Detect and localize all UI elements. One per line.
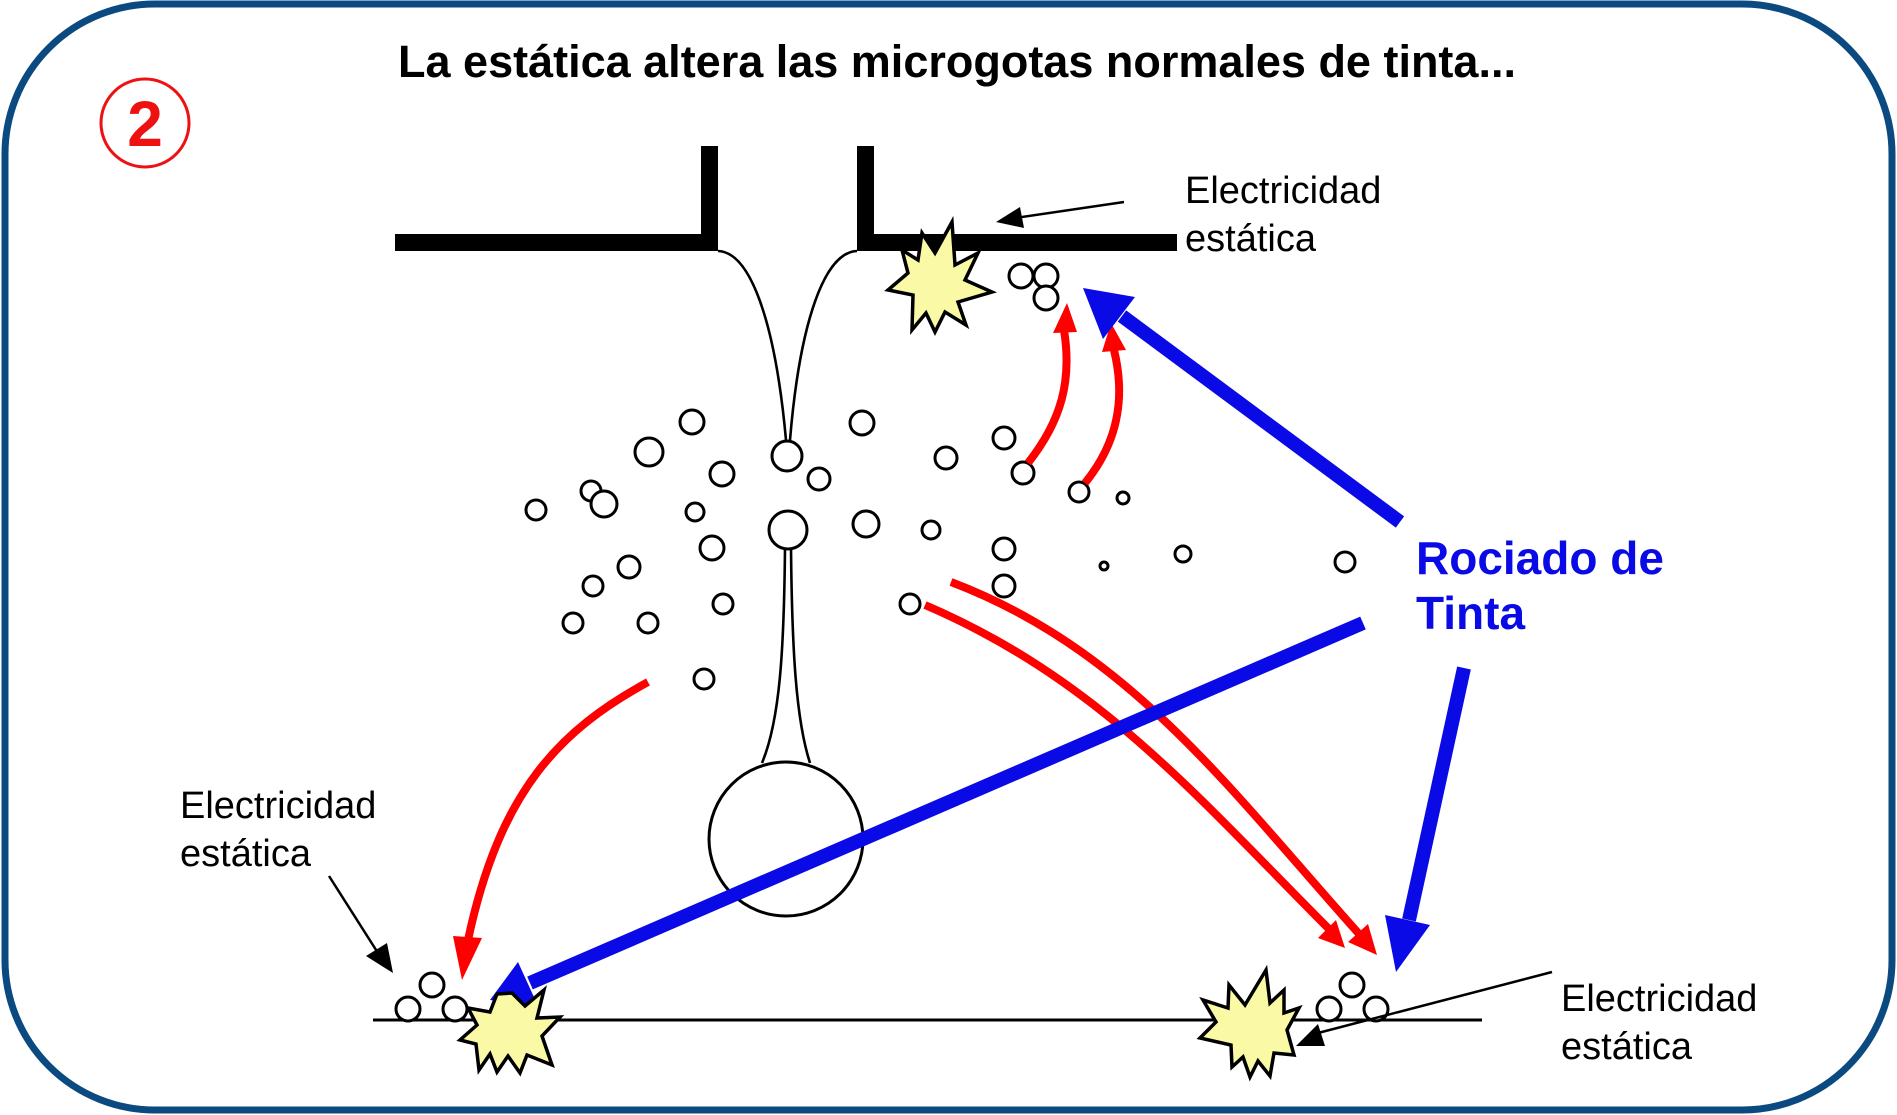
drop-icon xyxy=(633,436,665,468)
step-marker: 2 xyxy=(99,77,191,169)
drop-icon xyxy=(1032,284,1060,312)
drop-icon xyxy=(1173,544,1193,564)
drop-icon xyxy=(1338,971,1366,999)
drop-icon xyxy=(991,573,1017,599)
drop-icon xyxy=(441,995,469,1023)
drop-icon xyxy=(806,466,832,492)
drop-icon xyxy=(933,445,959,471)
label-line: Electricidad xyxy=(180,785,376,827)
step-number: 2 xyxy=(127,88,163,160)
drop-icon xyxy=(767,509,809,551)
slide-title: La estática altera las microgotas normal… xyxy=(398,36,1516,87)
red-arrow-down-right-2 xyxy=(949,578,1363,938)
drop-icon xyxy=(1007,262,1035,290)
label-ink-spray: Rociado de Tinta xyxy=(1416,532,1664,639)
deflection-arrows xyxy=(453,303,1377,980)
leader-top xyxy=(1014,200,1125,220)
drop-icon xyxy=(770,439,804,473)
drop-icon xyxy=(678,408,706,436)
drop-icon xyxy=(1333,550,1357,574)
ink-filament xyxy=(707,249,865,918)
drop-icon xyxy=(616,554,642,580)
drop-icon xyxy=(711,592,735,616)
static-burst-icon-bottom-left xyxy=(456,985,565,1077)
blue-arrowhead-icon xyxy=(1083,288,1135,339)
drop-icon xyxy=(636,611,660,635)
label-line: Electricidad xyxy=(1561,978,1757,1020)
drop-icon xyxy=(1098,560,1110,572)
label-line: estática xyxy=(1561,1026,1693,1068)
red-arrow-down-right-1 xyxy=(923,601,1333,933)
label-line: Electricidad xyxy=(1185,170,1381,212)
blue-arrow-to-bottom-right xyxy=(1402,666,1471,922)
static-burst-icon-top xyxy=(884,215,998,336)
drop-icon xyxy=(418,971,446,999)
leader-arrowhead-icon xyxy=(366,943,393,973)
nozzle-plate-right xyxy=(857,234,1177,251)
drop-icon xyxy=(848,409,876,437)
red-arrowhead-icon xyxy=(1053,303,1077,333)
blue-arrow-to-bottom-left xyxy=(527,616,1366,990)
drop-icon xyxy=(1067,480,1091,504)
drop-icon xyxy=(991,425,1017,451)
tail-right xyxy=(789,547,812,764)
droplet-cloud xyxy=(394,262,1390,1023)
drop-icon xyxy=(898,592,922,616)
leader-arrowhead-icon xyxy=(1296,1024,1325,1046)
nozzle-plate-left xyxy=(395,234,718,251)
drop-icon xyxy=(851,509,881,539)
static-burst-icon-bottom-right xyxy=(1196,964,1303,1082)
red-arrow-up-1 xyxy=(1024,329,1071,466)
label-line: estática xyxy=(180,833,312,875)
red-arrowhead-icon xyxy=(1348,924,1377,955)
leader-arrowhead-icon xyxy=(996,207,1024,228)
drop-icon xyxy=(1115,490,1131,506)
static-bursts xyxy=(456,215,1303,1082)
step-circle-icon xyxy=(99,77,191,169)
red-arrow-down-left xyxy=(464,678,650,941)
meniscus-right xyxy=(788,249,858,441)
drop-icon xyxy=(684,501,706,523)
red-arrowhead-icon xyxy=(1318,920,1345,948)
drop-icon xyxy=(394,995,422,1023)
drop-icon xyxy=(1010,460,1036,486)
label-line: Tinta xyxy=(1416,587,1525,639)
tail-left xyxy=(760,547,787,764)
drop-icon xyxy=(1315,995,1343,1023)
drop-icon xyxy=(698,534,726,562)
label-static-top: Electricidad estática xyxy=(1185,170,1381,260)
drop-icon xyxy=(561,611,585,635)
drop-icon xyxy=(991,536,1017,562)
label-static-bottom-left: Electricidad estática xyxy=(180,785,376,875)
nozzle-wall-left xyxy=(701,146,718,251)
leader-bottom-right xyxy=(1317,970,1553,1035)
red-arrowhead-icon xyxy=(453,936,482,980)
drop-icon xyxy=(920,519,942,541)
drop-icon xyxy=(581,574,605,598)
drop-icon xyxy=(524,498,548,522)
label-line: Rociado de xyxy=(1416,532,1664,584)
red-arrowhead-icon xyxy=(1102,323,1126,352)
leader-bottom-left xyxy=(327,875,380,954)
drop-icon xyxy=(589,489,619,519)
drop-icon xyxy=(1032,262,1060,290)
label-line: estática xyxy=(1185,218,1317,260)
blue-arrow-to-top xyxy=(1117,310,1405,528)
meniscus-left xyxy=(717,249,788,441)
drop-icon xyxy=(692,667,716,691)
nozzle-wall-right xyxy=(857,146,874,251)
callout-arrows xyxy=(327,200,1553,1046)
drop-icon xyxy=(1362,995,1390,1023)
red-arrow-up-2 xyxy=(1081,349,1124,486)
label-static-bottom-right: Electricidad estática xyxy=(1561,978,1757,1068)
blue-arrowhead-icon xyxy=(1385,915,1430,972)
drop-icon xyxy=(708,460,736,488)
